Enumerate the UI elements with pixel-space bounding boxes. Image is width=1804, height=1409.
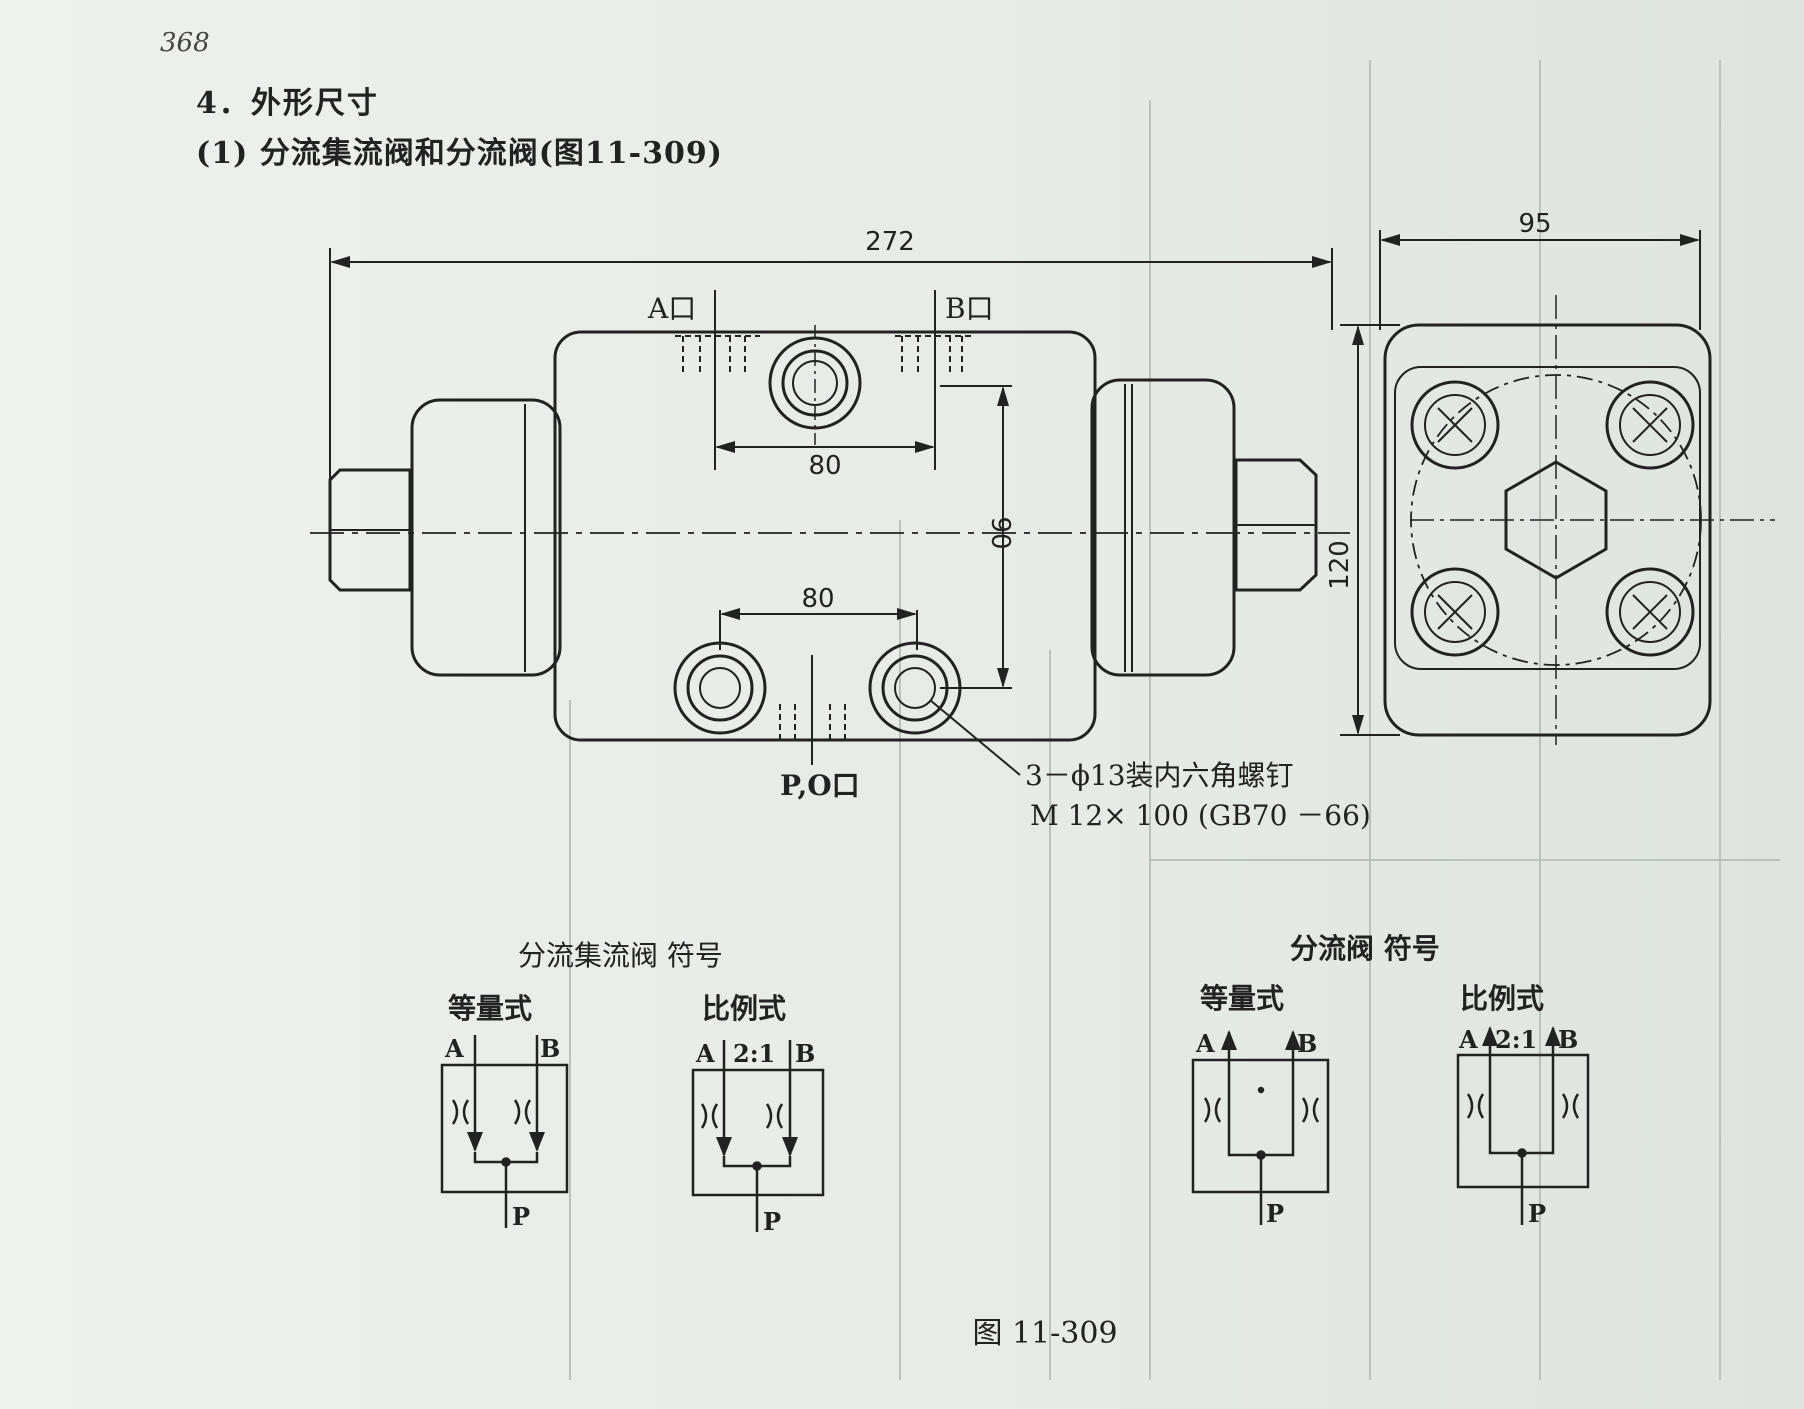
dim-side-width: 95: [1518, 209, 1551, 239]
dim-height: 90: [985, 516, 1015, 549]
symbol1-port-b: B: [540, 1034, 560, 1063]
symbol4-port-b: B: [1558, 1025, 1578, 1054]
symbol2-port-p: P: [763, 1207, 781, 1236]
group1-ratio-type-label: 比例式: [702, 992, 786, 1025]
dim-port-spacing-top: 80: [808, 451, 841, 481]
sub-heading: (1) 分流集流阀和分流阀(图11-309): [196, 136, 723, 171]
dim-side-height: 120: [1325, 540, 1355, 590]
group2-ratio-type-label: 比例式: [1460, 982, 1544, 1015]
port-po-label: P,O口: [780, 769, 860, 802]
valve-side-view: [1340, 230, 1775, 745]
symbol2-port-a: A: [695, 1039, 715, 1068]
symbol2-ratio: 2:1: [733, 1039, 775, 1068]
port-b-label: B口: [945, 292, 994, 325]
symbol4-port-p: P: [1528, 1199, 1546, 1228]
figure-caption: 图 11-309: [972, 1316, 1117, 1351]
bolt-note-line1: 3－ϕ13装内六角螺钉: [1025, 759, 1294, 792]
symbol3-port-a: A: [1195, 1029, 1215, 1058]
symbol-divider-ratio: [1456, 1026, 1590, 1225]
group2-equal-type-label: 等量式: [1200, 982, 1284, 1015]
dim-port-spacing-bottom: 80: [801, 584, 834, 614]
symbol4-ratio: 2:1: [1495, 1025, 1537, 1054]
symbol-divider-combiner-ratio: [691, 1040, 825, 1232]
side-bolt-top-left: [1410, 380, 1500, 470]
port-a-label: A口: [647, 292, 696, 325]
side-bolt-top-right: [1605, 380, 1695, 470]
symbol3-port-p: P: [1266, 1199, 1284, 1228]
show-through-lines: [569, 60, 1780, 1380]
bolt-note-line2: M 12× 100 (GB70 －66): [1030, 799, 1371, 832]
section-heading: 4．外形尺寸: [196, 86, 379, 121]
valve-front-view: [310, 248, 1350, 776]
symbol-group1-title: 分流集流阀 符号: [518, 939, 723, 972]
side-bolt-bottom-left: [1410, 567, 1500, 657]
symbol1-port-p: P: [512, 1202, 530, 1231]
symbol-divider-combiner-equal: [440, 1035, 569, 1228]
symbol-group2-title: 分流阀 符号: [1290, 932, 1440, 965]
group1-equal-type-label: 等量式: [448, 992, 532, 1025]
symbol2-port-b: B: [795, 1039, 815, 1068]
symbol4-port-a: A: [1458, 1025, 1478, 1054]
symbol3-port-b: B: [1297, 1029, 1317, 1058]
page-number: 368: [160, 28, 210, 58]
symbol1-port-a: A: [444, 1034, 464, 1063]
symbol-divider-equal: [1191, 1030, 1330, 1225]
side-bolt-bottom-right: [1605, 567, 1695, 657]
dim-overall-length: 272: [865, 227, 915, 257]
